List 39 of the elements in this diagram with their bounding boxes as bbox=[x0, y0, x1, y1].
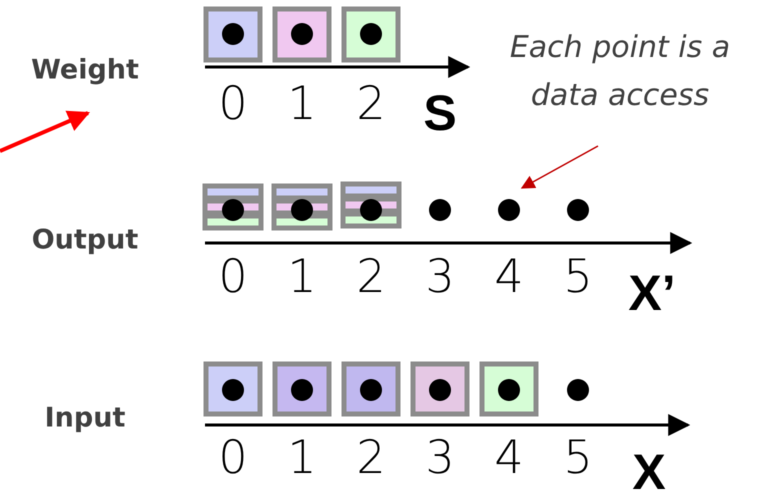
row-label: Output bbox=[32, 226, 138, 254]
tick-label: 0 bbox=[218, 434, 248, 480]
data-point bbox=[291, 23, 313, 45]
tick-label: 1 bbox=[287, 434, 317, 480]
arrow bbox=[0, 110, 90, 153]
arrow bbox=[520, 145, 598, 189]
tick-label: 2 bbox=[356, 253, 386, 299]
tick-label: 2 bbox=[356, 80, 386, 126]
data-point bbox=[222, 199, 244, 221]
axis-label: X bbox=[632, 447, 666, 497]
tick-label: 3 bbox=[425, 434, 455, 480]
data-point bbox=[222, 23, 244, 45]
tick-label: 2 bbox=[356, 434, 386, 480]
tick-label: 5 bbox=[563, 434, 593, 480]
data-point bbox=[498, 379, 520, 401]
data-point bbox=[429, 379, 451, 401]
data-point bbox=[291, 199, 313, 221]
row-label: Weight bbox=[31, 56, 139, 84]
tick-label: 3 bbox=[425, 253, 455, 299]
tick-label: 0 bbox=[218, 253, 248, 299]
tick-label: 1 bbox=[287, 80, 317, 126]
data-point bbox=[429, 199, 451, 221]
data-point bbox=[222, 379, 244, 401]
data-point bbox=[360, 199, 382, 221]
tick-label: 1 bbox=[287, 253, 317, 299]
data-point bbox=[498, 199, 520, 221]
data-point bbox=[360, 379, 382, 401]
axis-label: X’ bbox=[628, 268, 676, 318]
data-point bbox=[360, 23, 382, 45]
tick-label: 4 bbox=[494, 434, 524, 480]
note-text: Each point is a data access bbox=[487, 24, 753, 120]
tick-label: 0 bbox=[218, 80, 248, 126]
data-point bbox=[567, 199, 589, 221]
data-point bbox=[567, 379, 589, 401]
row-label: Input bbox=[44, 404, 126, 432]
tick-label: 5 bbox=[563, 253, 593, 299]
axis-label: S bbox=[423, 88, 457, 138]
data-point bbox=[291, 379, 313, 401]
tick-label: 4 bbox=[494, 253, 524, 299]
